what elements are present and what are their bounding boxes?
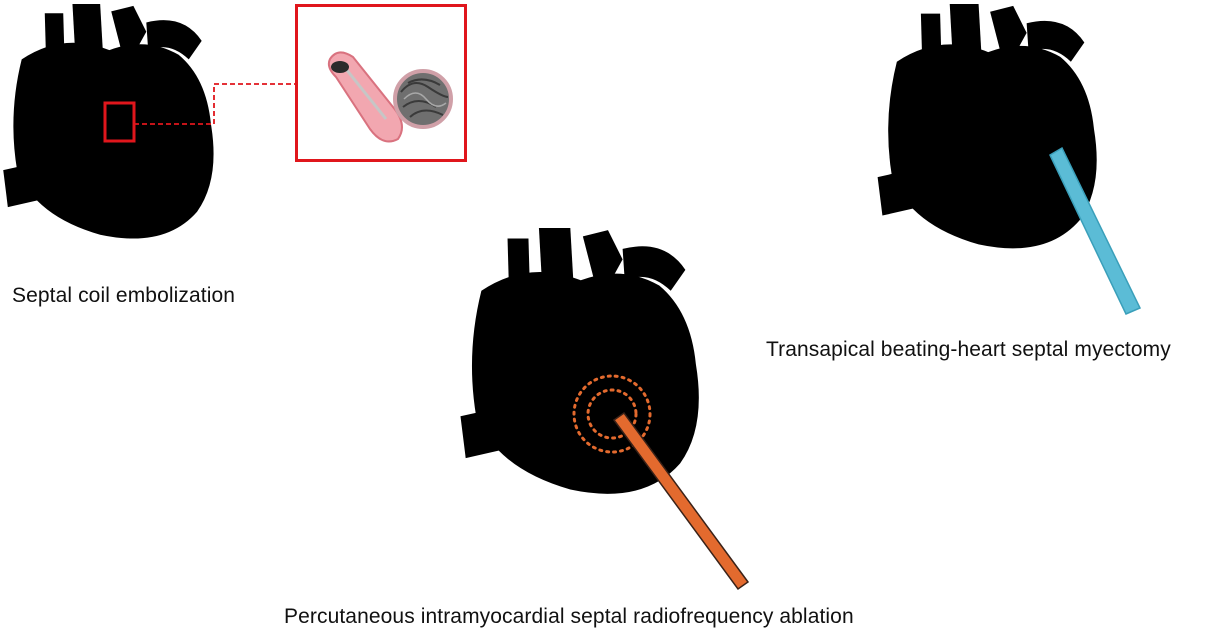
coil-embolization-closeup-icon	[327, 51, 453, 143]
caption-radiofrequency-ablation: Percutaneous intramyocardial septal radi…	[284, 605, 854, 628]
heart-illustration-rfa: .hg .v { fill:#9cc6a2; stroke:#4f8a5a; s…	[455, 228, 717, 500]
heart-illustration-coil: .hb .v { fill:#8cc4e6; stroke:#3f8fc4; s…	[3, 4, 224, 244]
inset-coil-closeup	[295, 4, 467, 162]
caption-septal-coil-embolization: Septal coil embolization	[12, 284, 236, 307]
heart-illustration-myectomy: .ho .v { fill:#f1b79a; stroke:#d0703f; s…	[874, 4, 1112, 254]
caption-transapical-myectomy: Transapical beating-heart septal myectom…	[766, 338, 1171, 361]
